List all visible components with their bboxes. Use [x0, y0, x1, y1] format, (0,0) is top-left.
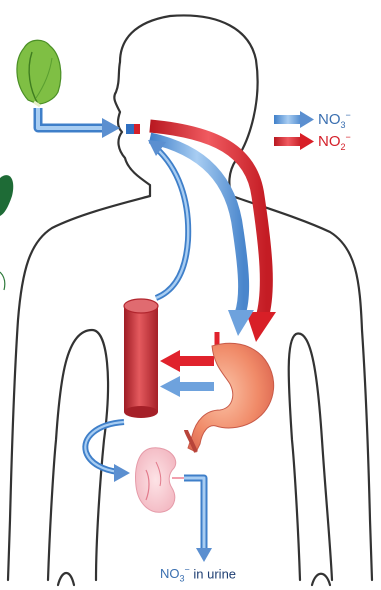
spinach-leaf-icon: [0, 175, 13, 290]
legend-nitrite-arrow: [274, 133, 314, 150]
kidney-icon: [136, 448, 184, 512]
urine-ion: NO3−: [160, 566, 190, 581]
legend-nitrite-label: NO2−: [318, 132, 351, 152]
right-hand-outline: [312, 574, 330, 585]
vessel-to-kidney-arrow: [85, 422, 130, 482]
mouth-nitrate-marker: [126, 124, 134, 134]
stomach-to-vessel-red-arrow: [160, 350, 214, 372]
urine-suffix: in urine: [190, 566, 236, 581]
left-hand-outline: [58, 573, 74, 585]
urine-label: NO3− in urine: [160, 565, 236, 584]
intake-arrow: [38, 108, 120, 138]
legend-nitrate: NO3−: [318, 110, 351, 130]
body-outline: [8, 15, 372, 585]
stomach-to-vessel-blue-arrow: [160, 376, 214, 397]
left-inner-arm-outline: [48, 330, 108, 580]
right-inner-arm-outline: [289, 334, 332, 580]
lettuce-leaf-icon: [17, 40, 61, 106]
legend-nitrate-label: NO3−: [318, 110, 351, 130]
vessel-to-mouth-arrow: [148, 140, 188, 298]
legend-nitrate-arrow: [274, 111, 314, 128]
kidney-to-urine-arrow: [184, 478, 212, 562]
blood-vessel-icon: [124, 299, 158, 418]
legend-nitrite: NO2−: [318, 132, 351, 152]
nitrate-saliva-arrow: [150, 138, 254, 336]
mouth-nitrite-marker: [134, 124, 140, 134]
